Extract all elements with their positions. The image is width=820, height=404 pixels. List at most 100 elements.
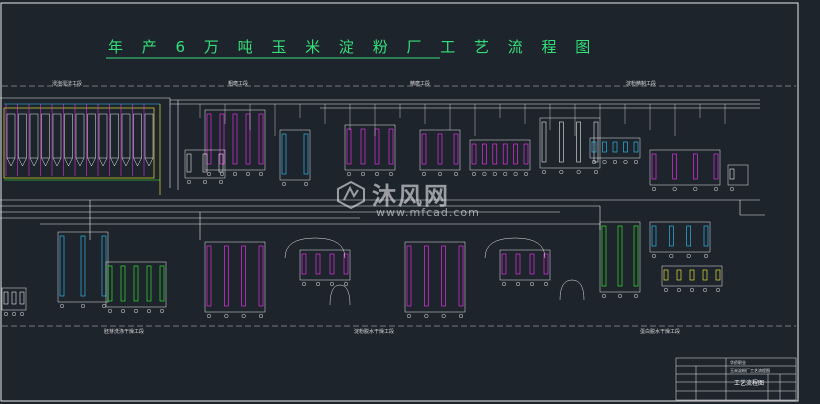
starch-centrifuge-group-pump — [241, 313, 246, 319]
title-block — [675, 357, 797, 401]
protein-dryer-group-unit — [715, 269, 721, 281]
starch-dryer-group — [299, 249, 351, 287]
gluten-centrifuge-group-unit — [441, 245, 446, 307]
dryer-duct — [484, 237, 546, 259]
refining-tank-group — [649, 149, 721, 192]
germ-separator-group-pump — [80, 303, 86, 309]
gluten-dryer-group — [499, 249, 551, 287]
section-label-starch-drying: 淀粉脱水干燥工段 — [354, 329, 395, 335]
protein-dryer-group-pump — [715, 287, 721, 293]
hydrocyclone-group-pump — [523, 171, 529, 177]
fine-mill-group-unit — [360, 128, 366, 165]
section-label-fine-grinding: 精磨工段 — [410, 81, 431, 87]
refining-tank-group-box — [649, 149, 721, 186]
section-label-coarse-grinding: 粗磨工段 — [228, 81, 249, 87]
germ-bin-group-pump — [19, 311, 25, 317]
washing-cyclone-group-pump — [623, 159, 628, 165]
section-label-protein-drying: 蛋白脱水干燥工段 — [640, 329, 681, 335]
germ-separator-group-unit — [59, 235, 65, 297]
fine-mill-group-unit — [346, 128, 352, 165]
starch-centrifuge-group-pump — [206, 313, 212, 319]
fine-mill-group-pump — [346, 171, 352, 177]
washing-cyclone-group-unit — [612, 141, 618, 153]
fine-screen-group-unit — [437, 133, 443, 165]
steep-tank-cone — [41, 157, 50, 167]
germ-bin-group — [1, 287, 27, 317]
section-label-germ-drying: 胚芽洗涤干燥工段 — [104, 329, 145, 335]
gluten-centrifuge-group-unit — [424, 245, 429, 307]
fine-mill-group-unit — [374, 128, 380, 165]
title-block-school: 华侨职业 — [730, 360, 746, 365]
steep-tank — [144, 113, 154, 159]
gluten-dryer-group-unit — [543, 253, 549, 275]
germ-separator-group-box — [57, 231, 109, 303]
germ-dryer-group-pump — [107, 308, 113, 314]
germ-dryer-group-unit — [107, 265, 113, 302]
coarse-separator-group-unit — [186, 153, 192, 173]
germ-bin-group-pump — [11, 311, 17, 317]
protein-dryer-group-unit — [689, 269, 695, 281]
hydrocyclone-group-unit — [482, 143, 487, 165]
fine-screen-group-pump — [437, 171, 443, 177]
starch-dryer-group-unit — [329, 253, 335, 275]
coarse-mill-group — [204, 109, 266, 177]
steep-tank-cone — [18, 157, 27, 167]
germ-dryer-group-unit — [159, 265, 165, 302]
steep-tank-cone — [64, 157, 73, 167]
steep-tank — [29, 113, 39, 159]
starch-tank-pump — [729, 186, 735, 192]
steep-tank — [6, 113, 16, 159]
watermark-site: www.mfcad.com — [376, 206, 480, 219]
refining-tank-group-unit — [713, 153, 719, 180]
starch-dryer-group-unit — [343, 253, 349, 275]
steep-tank — [18, 113, 27, 159]
germ-bin-group-unit — [19, 291, 25, 305]
refining-group-box — [539, 117, 601, 169]
starch-tank-unit — [729, 168, 735, 180]
dryer-duct — [329, 284, 351, 306]
germ-separator-group-pump — [59, 303, 65, 309]
gluten-centrifuge-group-pump — [424, 313, 429, 319]
hydrocyclone-group-pump — [482, 171, 487, 177]
gluten-dryer-group-pump — [529, 281, 535, 287]
starch-centrifuge-group-unit — [258, 245, 264, 307]
hydrocyclone-group-pump — [471, 171, 477, 177]
protein-filter-group-unit — [703, 225, 709, 247]
germ-separator-group-unit — [80, 235, 86, 297]
starch-dryer-group-pump — [329, 281, 335, 287]
refining-group — [539, 117, 601, 175]
coarse-separator-group — [184, 149, 226, 185]
fine-mill-group — [344, 124, 396, 177]
dryer-duct — [284, 237, 346, 259]
coarse-separator-group-pump — [186, 179, 192, 185]
gluten-dryer-group-box — [499, 249, 551, 281]
germ-bin-group-box — [1, 287, 27, 311]
fine-mill-group-pump — [374, 171, 380, 177]
protein-tank-group-unit — [601, 225, 607, 287]
starch-centrifuge-group-unit — [241, 245, 246, 307]
steep-tank — [110, 113, 119, 159]
refining-group-pump — [576, 169, 581, 175]
steep-tank-cone — [75, 157, 85, 167]
germ-dryer-group-pump — [159, 308, 165, 314]
refining-group-pump — [559, 169, 564, 175]
gluten-centrifuge-group-unit — [458, 245, 464, 307]
equipment-groups — [1, 104, 749, 319]
coarse-mill-group-unit — [219, 113, 225, 165]
coarse-mill-group-pump — [245, 171, 251, 177]
coarse-mill-group-pump — [219, 171, 225, 177]
starch-centrifuge-group-unit — [206, 245, 212, 307]
refining-tank-group-unit — [672, 153, 677, 180]
gluten-dryer-group-pump — [543, 281, 549, 287]
protein-dryer-group-pump — [676, 287, 682, 293]
germ-dryer-group-pump — [120, 308, 126, 314]
starch-dryer-group-unit — [301, 253, 307, 275]
starch-centrifuge-group-unit — [224, 245, 229, 307]
fine-screen-group-pump — [453, 171, 459, 177]
steep-tank-cone — [87, 157, 96, 167]
germ-dryer-group-unit — [120, 265, 126, 302]
coarse-tank-group-box — [279, 129, 311, 181]
starch-centrifuge-group-pump — [258, 313, 264, 319]
gluten-centrifuge-group-pump — [406, 313, 412, 319]
gluten-centrifuge-group-pump — [441, 313, 446, 319]
